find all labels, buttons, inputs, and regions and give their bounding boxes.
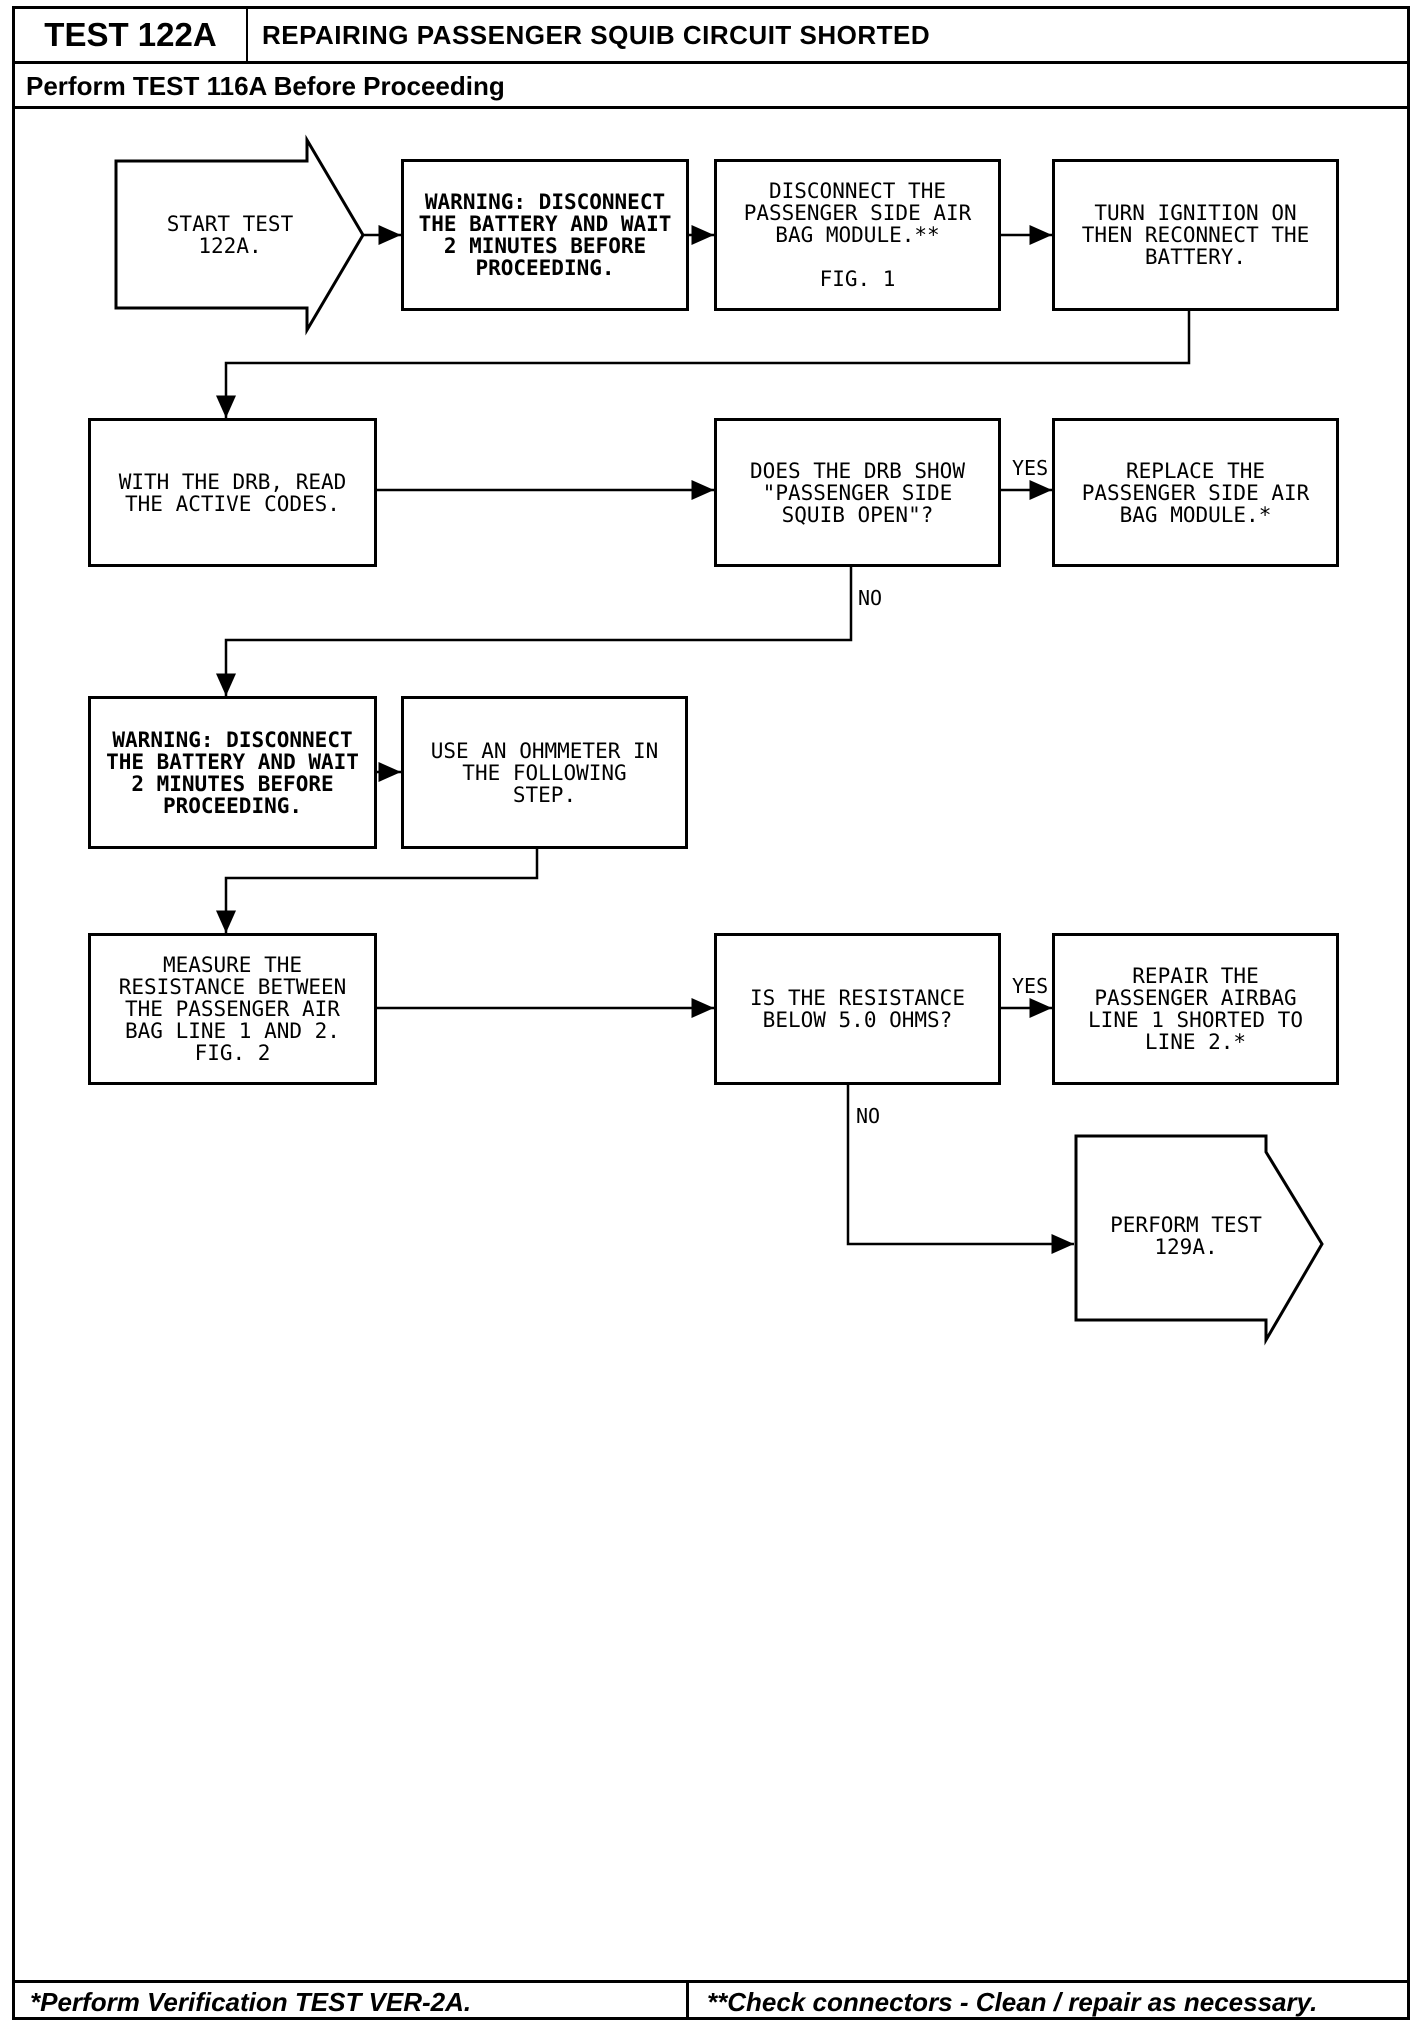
decision-resistance-below: IS THE RESISTANCE BELOW 5.0 OHMS? [714, 933, 1001, 1085]
warning-disconnect-battery-2: WARNING: DISCONNECT THE BATTERY AND WAIT… [88, 696, 377, 849]
no-label-2: NO [856, 1104, 881, 1128]
decision-squib-open: DOES THE DRB SHOW "PASSENGER SIDE SQUIB … [714, 418, 1001, 567]
perform-test-129a-step: PERFORM TEST 129A. [1110, 1213, 1262, 1259]
footer-verification-note: *Perform Verification TEST VER-2A. [12, 1980, 686, 2020]
yes-label-1: YES [1012, 456, 1049, 480]
footer-connector-note: **Check connectors - Clean / repair as n… [686, 1980, 1410, 2020]
start-step: START TEST 122A. [166, 212, 294, 258]
use-ohmmeter-step: USE AN OHMMETER IN THE FOLLOWING STEP. [401, 696, 688, 849]
replace-airbag-module-step: REPLACE THE PASSENGER SIDE AIR BAG MODUL… [1052, 418, 1339, 567]
connector-decision-warn2 [216, 566, 853, 696]
start-arrow-shape [114, 134, 365, 336]
read-active-codes-step: WITH THE DRB, READ THE ACTIVE CODES. [88, 418, 377, 567]
flowchart-area [12, 106, 1410, 1980]
yes-label-2: YES [1012, 974, 1049, 998]
test-id: TEST 122A [12, 6, 248, 64]
connector-ohmmeter-measure [216, 848, 539, 933]
measure-resistance-step: MEASURE THE RESISTANCE BETWEEN THE PASSE… [88, 933, 377, 1085]
page-title: REPAIRING PASSENGER SQUIB CIRCUIT SHORTE… [248, 6, 1410, 64]
no-label-1: NO [858, 586, 883, 610]
end-arrow-shape [1074, 1134, 1324, 1346]
repair-shorted-line-step: REPAIR THE PASSENGER AIRBAG LINE 1 SHORT… [1052, 933, 1339, 1085]
warning-disconnect-battery-1: WARNING: DISCONNECT THE BATTERY AND WAIT… [401, 159, 689, 311]
ignition-reconnect-step: TURN IGNITION ON THEN RECONNECT THE BATT… [1052, 159, 1339, 311]
connector-decision2-perform [846, 1084, 1074, 1254]
connector-ignition-readcodes [216, 310, 1191, 418]
prerequisite-note: Perform TEST 116A Before Proceeding [26, 71, 505, 101]
disconnect-airbag-module-step: DISCONNECT THE PASSENGER SIDE AIR BAG MO… [714, 159, 1001, 311]
